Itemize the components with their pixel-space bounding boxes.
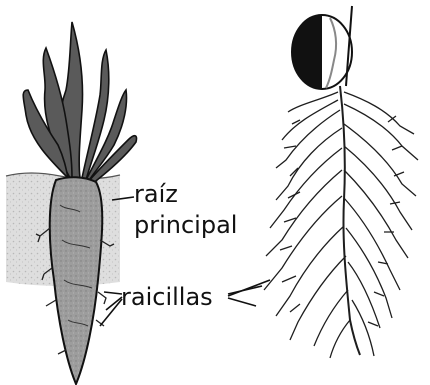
seed (292, 6, 352, 89)
rootlets-pointer-left-3 (100, 299, 122, 326)
carrot-leaves (23, 22, 136, 184)
carrot-main-root (50, 177, 103, 384)
rootlets-pointer-right-2 (228, 280, 270, 296)
fibrous-roots (264, 86, 418, 358)
main-root-label-line1: raíz (134, 181, 178, 207)
main-root-label-line2: principal (134, 212, 237, 238)
rootlets-pointer-right-3 (228, 298, 256, 306)
rootlets-label: raicillas (121, 284, 213, 310)
rootlets-pointer-left-1 (104, 292, 122, 294)
